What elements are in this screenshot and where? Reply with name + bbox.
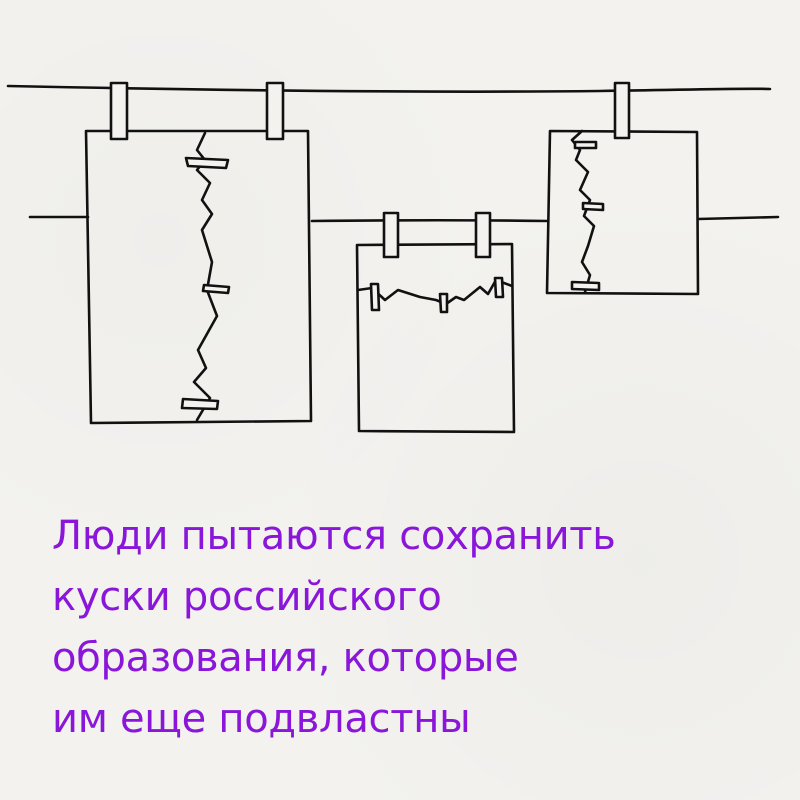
clothespin: [474, 211, 492, 259]
caption: Люди пытаются сохранить куски российског…: [52, 506, 772, 750]
tape-strip: [184, 156, 230, 170]
right-sheet: [545, 81, 700, 296]
clothespins: [109, 81, 285, 141]
tape-strip: [438, 292, 449, 314]
tear-line: [192, 131, 219, 422]
sheet-outline: [545, 129, 700, 296]
middle-sheet: [355, 211, 516, 434]
sheet-outline: [84, 129, 313, 425]
tear-line: [570, 129, 596, 294]
clothesline-illustration: [6, 81, 780, 434]
clothespins: [613, 81, 631, 140]
tape-strip: [493, 276, 505, 299]
clothesline-bottom-middle: [310, 218, 550, 223]
caption-line-3: образования, которые: [52, 635, 519, 681]
clothespin: [382, 211, 400, 259]
tape-strip: [369, 282, 381, 312]
clothespins: [382, 211, 492, 259]
clothespin: [109, 81, 129, 141]
large-sheet: [84, 81, 313, 425]
tear-line: [356, 278, 514, 306]
clothesline-bottom-right: [696, 215, 780, 221]
caption-line-2: куски российского: [52, 574, 442, 620]
tape-strip: [581, 201, 605, 212]
sheet-outline: [355, 242, 516, 434]
clothesline-top: [6, 84, 772, 93]
tape-strips: [369, 276, 505, 314]
clothespin: [613, 81, 631, 140]
tape-strip: [201, 283, 231, 295]
caption-line-1: Люди пытаются сохранить: [52, 513, 616, 559]
tape-strips: [570, 140, 605, 292]
clothespin: [265, 81, 285, 141]
caption-line-4: им еще подвластны: [52, 696, 471, 742]
tape-strip: [570, 280, 601, 292]
tape-strip: [573, 140, 598, 150]
tape-strips: [180, 156, 231, 411]
tape-strip: [180, 397, 220, 411]
